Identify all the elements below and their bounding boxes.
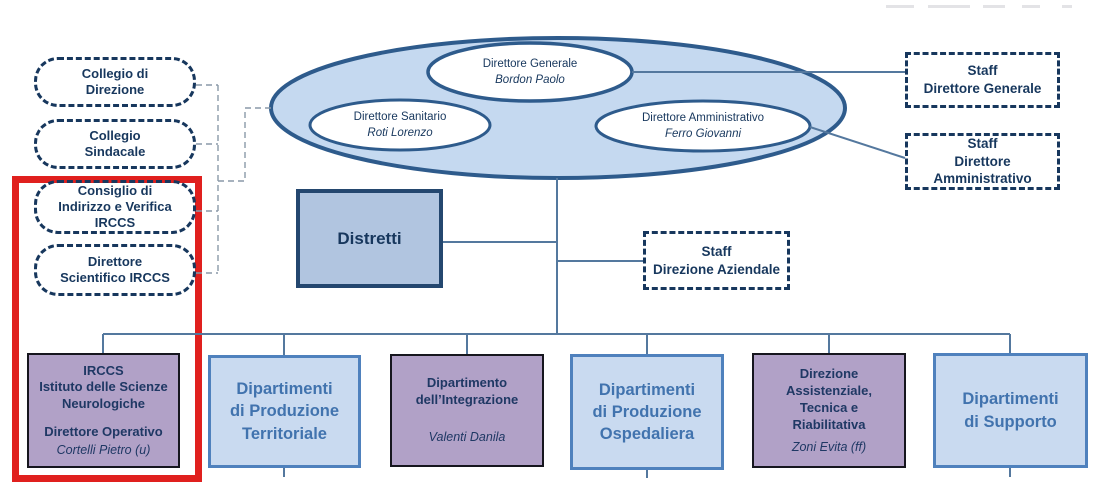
- cropped-text-fragment: [983, 5, 1005, 8]
- box-irccs-istituto-scienze-neurologiche: IRCCS Istituto delle Scienze Neurologich…: [27, 353, 180, 468]
- box-direttore-scientifico-irccs: Direttore Scientifico IRCCS: [34, 244, 196, 296]
- direttore-sanitario-ellipse: [308, 98, 492, 152]
- direttore-generale-label: Direttore Generale Bordon Paolo: [482, 58, 578, 87]
- direttore-amministrativo-ellipse: [594, 99, 812, 153]
- solid-connectors: [102, 71, 1011, 478]
- cropped-text-fragment: [886, 5, 914, 8]
- box-dipartimenti-produzione-territoriale: Dipartimenti di Produzione Territoriale: [208, 355, 361, 468]
- cropped-text-fragment: [1022, 5, 1040, 8]
- box-direzione-assistenziale-tecnica-riabilitativa: Direzione Assistenziale, Tecnica e Riabi…: [752, 353, 906, 468]
- box-staff-direttore-amministrativo: Staff Direttore Amministrativo: [905, 133, 1060, 190]
- box-collegio-direzione: Collegio di Direzione: [34, 57, 196, 107]
- irccs-highlight-frame: [12, 176, 202, 482]
- box-staff-direttore-generale: Staff Direttore Generale: [905, 52, 1060, 108]
- cropped-text-fragment: [928, 5, 970, 8]
- direttore-amministrativo-label: Direttore Amministrativo Ferro Giovanni: [641, 112, 765, 141]
- box-dipartimenti-produzione-ospedaliera: Dipartimenti di Produzione Ospedaliera: [570, 354, 724, 470]
- direttore-sanitario-label: Direttore Sanitario Roti Lorenzo: [353, 111, 447, 140]
- box-distretti: Distretti: [296, 189, 443, 288]
- box-dipartimenti-supporto: Dipartimenti di Supporto: [933, 353, 1088, 468]
- box-staff-direzione-aziendale: Staff Direzione Aziendale: [643, 231, 790, 290]
- cropped-text-fragment: [1062, 5, 1072, 8]
- box-collegio-sindacale: Collegio Sindacale: [34, 119, 196, 169]
- box-dipartimento-integrazione: Dipartimento dell’Integrazione Valenti D…: [390, 354, 544, 467]
- dashed-connectors: [196, 84, 272, 274]
- box-consiglio-indirizzo-verifica-irccs: Consiglio di Indirizzo e Verifica IRCCS: [34, 180, 196, 234]
